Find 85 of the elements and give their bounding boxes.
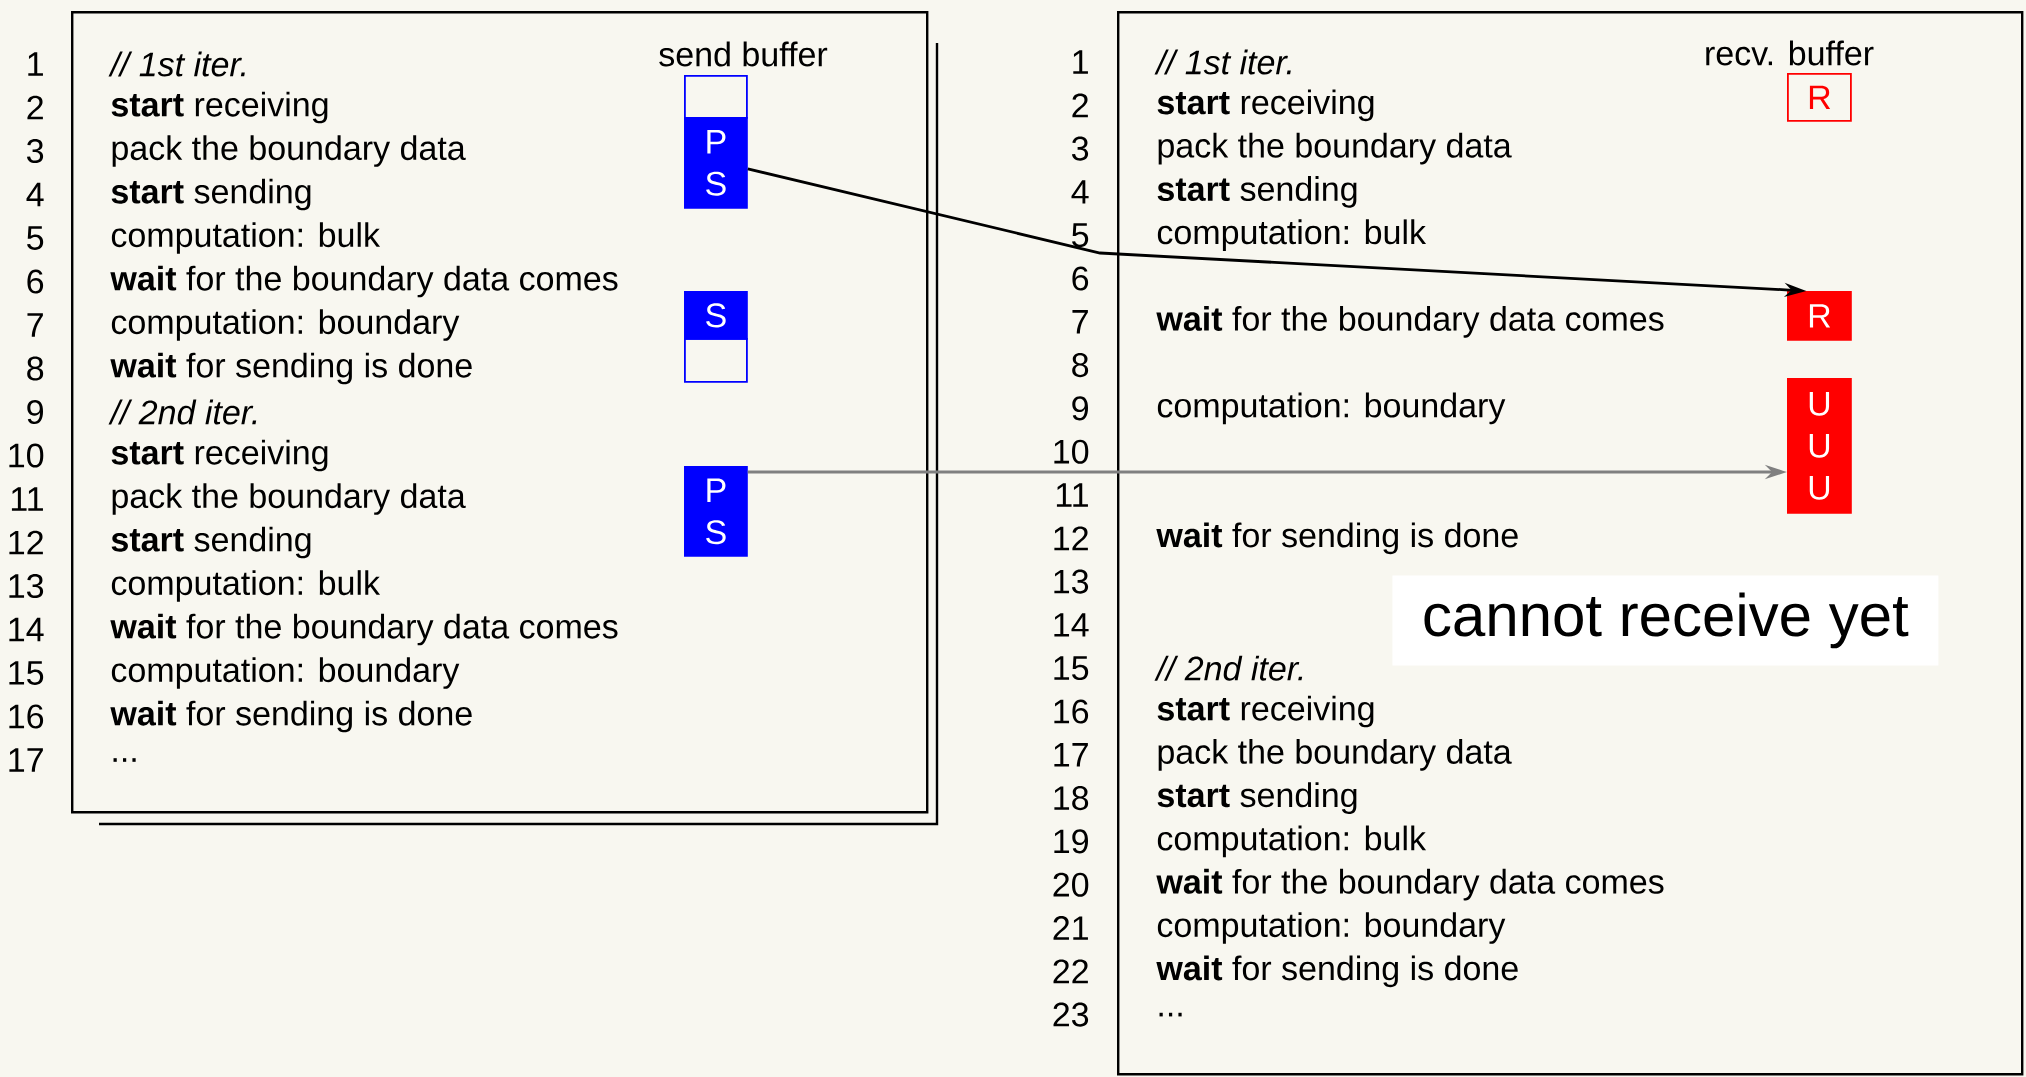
buffer-cell: U U U	[1787, 378, 1852, 514]
code-line: ...	[113, 758, 136, 762]
line-number: 18	[1054, 786, 1089, 811]
buffer-cell: P S	[684, 117, 748, 209]
line-number: 21	[1053, 916, 1088, 940]
line-number: 20	[1053, 872, 1089, 897]
line-number: 19	[1054, 829, 1088, 854]
line-number: 16	[1054, 699, 1089, 724]
code-line: start sending	[111, 178, 311, 211]
code-line: computation: bulk	[1157, 219, 1427, 252]
code-line: computation: boundary	[111, 309, 460, 341]
code-line: wait for sending is done	[1156, 522, 1518, 555]
line-number: 10	[1054, 439, 1089, 464]
code-line: wait for the boundary data comes	[110, 265, 618, 298]
code-line: // 1st iter.	[108, 51, 245, 77]
line-number: 13	[1054, 569, 1089, 594]
line-number: 2	[1072, 93, 1088, 118]
code-panel	[1117, 11, 2024, 1076]
line-number: 12	[9, 530, 43, 555]
code-line: ...	[1159, 1012, 1182, 1017]
buffer-label: send buffer	[659, 41, 828, 67]
code-line: pack the boundary data	[1158, 132, 1512, 165]
code-line: start receiving	[1157, 89, 1374, 122]
line-number: 7	[27, 313, 43, 337]
line-number: 1	[28, 52, 43, 76]
callout-box: cannot receive yet	[1392, 575, 1939, 666]
line-number: 8	[27, 356, 44, 381]
line-number: 17	[9, 748, 43, 772]
code-line: start receiving	[1157, 695, 1374, 728]
code-line: computation: bulk	[111, 222, 381, 254]
line-number: 3	[27, 138, 44, 164]
line-number: 5	[27, 226, 44, 250]
code-line: wait for the boundary data comes	[1156, 868, 1664, 901]
line-number: 6	[27, 269, 44, 294]
buffer-cell: S	[684, 291, 748, 340]
line-number: 1	[1073, 50, 1088, 74]
code-line: start sending	[1157, 176, 1357, 208]
line-number: 15	[9, 661, 44, 685]
line-number: 2	[27, 95, 43, 120]
code-line: computation: bulk	[111, 570, 381, 602]
line-number: 5	[1072, 223, 1089, 248]
line-number: 6	[1072, 266, 1089, 291]
line-number: 17	[1054, 743, 1088, 767]
code-line: start receiving	[111, 91, 328, 124]
code-line: pack the boundary data	[112, 483, 466, 515]
buffer-cell: P S	[684, 466, 748, 557]
code-line: // 1st iter.	[1154, 49, 1291, 75]
code-line: start sending	[1157, 782, 1357, 814]
line-number: 7	[1072, 310, 1088, 334]
line-number: 22	[1053, 959, 1088, 984]
line-number: 14	[9, 617, 44, 642]
code-line: computation: bulk	[1157, 825, 1427, 858]
line-number: 12	[1054, 526, 1088, 551]
code-panel	[71, 11, 939, 826]
line-number: 11	[11, 487, 43, 511]
line-number: 4	[26, 182, 44, 207]
code-line: wait for the boundary data comes	[1156, 305, 1664, 338]
line-number: 11	[1056, 483, 1088, 507]
line-number: 3	[1072, 136, 1089, 161]
buffer-cell	[684, 338, 748, 383]
line-number: 9	[1072, 396, 1088, 421]
code-line: wait for sending is done	[110, 352, 472, 385]
line-number: 16	[9, 704, 44, 729]
line-number: 14	[1054, 613, 1089, 637]
code-line: computation: boundary	[111, 657, 460, 689]
line-number: 23	[1053, 1002, 1089, 1027]
line-number: 9	[27, 399, 43, 425]
code-line: pack the boundary data	[1158, 738, 1512, 771]
code-line: computation: boundary	[1157, 912, 1506, 944]
line-number: 10	[9, 443, 44, 468]
code-line: // 2nd iter.	[1154, 655, 1303, 681]
code-line: // 2nd iter.	[108, 399, 257, 425]
line-number: 4	[1071, 180, 1089, 204]
buffer-cell: R	[1787, 73, 1852, 122]
code-line: start sending	[111, 526, 311, 559]
line-number: 8	[1072, 353, 1089, 378]
code-line: wait for sending is done	[1156, 955, 1518, 988]
line-number: 15	[1054, 656, 1089, 681]
code-line: computation: boundary	[1157, 392, 1506, 425]
code-line: start receiving	[111, 439, 328, 472]
buffer-cell: R	[1787, 291, 1852, 341]
code-line: pack the boundary data	[112, 135, 466, 167]
code-line: wait for the boundary data comes	[110, 613, 618, 646]
line-number: 13	[9, 573, 44, 599]
code-line: wait for sending is done	[110, 700, 472, 733]
